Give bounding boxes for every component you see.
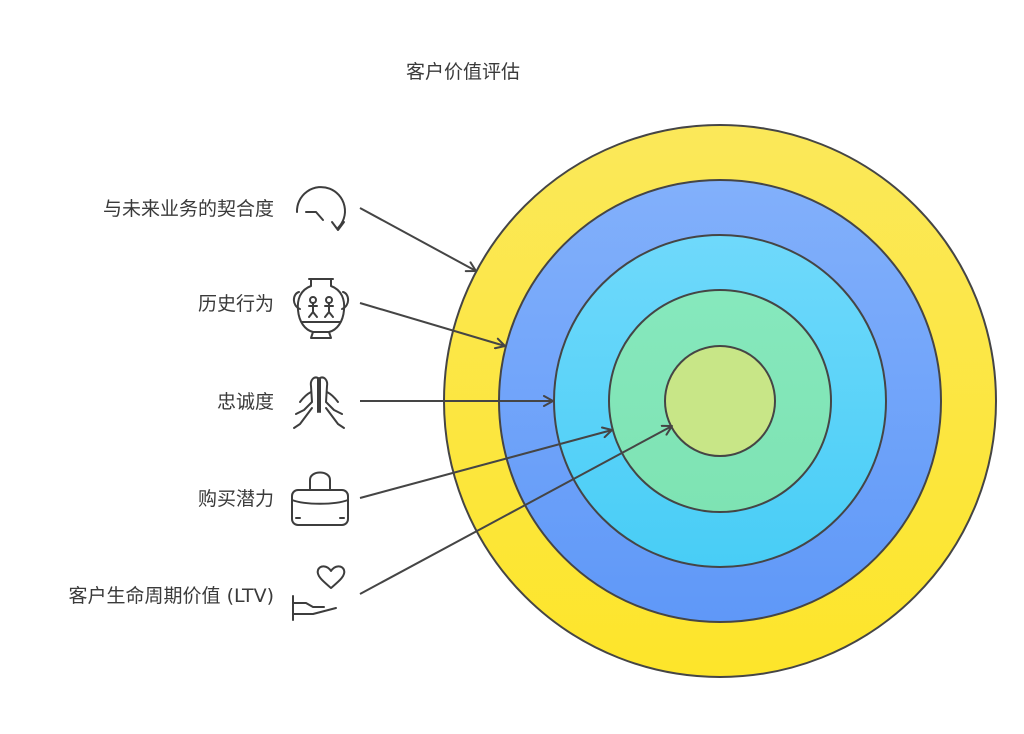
arrow-purchase-potential	[359, 426, 613, 499]
arrow-future-fit	[359, 207, 477, 273]
label-future-fit: 与未来业务的契合度	[103, 198, 274, 220]
praying-hands-icon	[293, 376, 345, 429]
arrow-ltv	[359, 424, 673, 595]
label-loyalty: 忠诚度	[217, 391, 274, 413]
label-ltv: 客户生命周期价值 (LTV)	[69, 585, 274, 607]
label-history: 历史行为	[198, 293, 274, 315]
label-purchase-potential: 购买潜力	[198, 488, 274, 510]
shopping-bag-icon	[291, 471, 349, 526]
ancient-vase-icon	[292, 278, 350, 339]
diagram-title: 客户价值评估	[406, 61, 520, 83]
arrow-history	[359, 302, 506, 350]
rotate-arrow-icon	[295, 186, 346, 231]
ring-center	[664, 345, 776, 457]
hand-heart-icon	[292, 565, 346, 621]
